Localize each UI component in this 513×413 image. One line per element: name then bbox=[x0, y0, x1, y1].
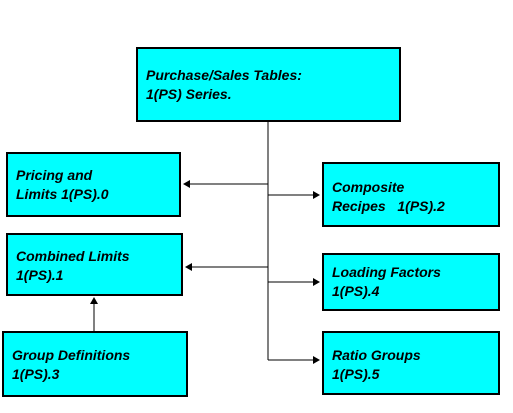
group-box-line1: Group Definitions bbox=[12, 347, 131, 363]
group-box: Group Definitions 1(PS).3 bbox=[2, 331, 188, 397]
ratio-box: Ratio Groups 1(PS).5 bbox=[322, 331, 500, 395]
group-box-line2: 1(PS).3 bbox=[12, 366, 60, 382]
composite-box-line2: Recipes 1(PS).2 bbox=[332, 198, 445, 214]
root-box-line1: Purchase/Sales Tables: bbox=[146, 67, 302, 83]
root-box-line2: 1(PS) Series. bbox=[146, 86, 232, 102]
loading-box-line2: 1(PS).4 bbox=[332, 283, 380, 299]
loading-box: Loading Factors 1(PS).4 bbox=[322, 253, 500, 311]
composite-box: Composite Recipes 1(PS).2 bbox=[322, 162, 500, 227]
composite-box-line1: Composite bbox=[332, 179, 405, 195]
combined-box-line1: Combined Limits bbox=[16, 248, 130, 264]
pricing-box-line2: Limits 1(PS).0 bbox=[16, 186, 109, 202]
combined-box: Combined Limits 1(PS).1 bbox=[6, 233, 183, 296]
pricing-box-line1: Pricing and bbox=[16, 167, 93, 183]
ratio-box-line1: Ratio Groups bbox=[332, 347, 421, 363]
combined-box-line2: 1(PS).1 bbox=[16, 267, 64, 283]
pricing-box: Pricing and Limits 1(PS).0 bbox=[6, 152, 181, 217]
loading-box-line1: Loading Factors bbox=[332, 264, 441, 280]
ratio-box-line2: 1(PS).5 bbox=[332, 366, 380, 382]
root-box: Purchase/Sales Tables: 1(PS) Series. bbox=[136, 47, 401, 122]
